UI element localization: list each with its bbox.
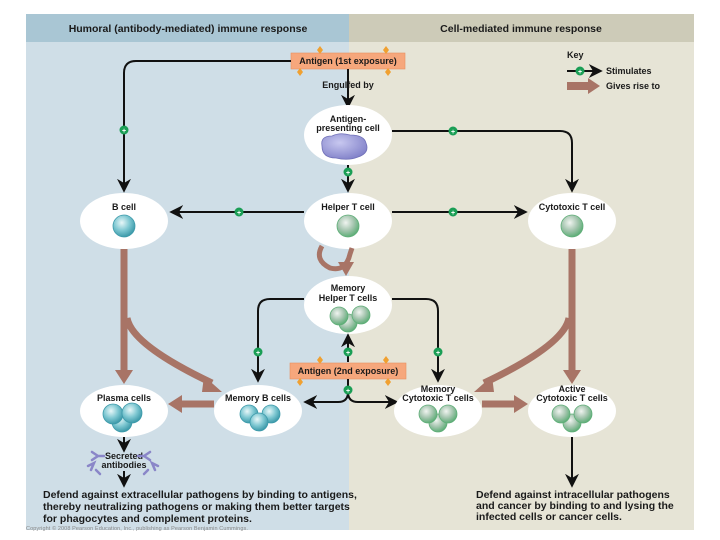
apc-label-1: Antigen- (330, 114, 367, 124)
plasma-cells-label: Plasma cells (97, 393, 151, 403)
plus-icon: + (448, 207, 458, 217)
memory-helper-label-2: Helper T cells (319, 293, 378, 303)
memory-cytotoxic-cells-icon (418, 404, 458, 433)
plus-icon: + (343, 167, 353, 177)
bcell-to-memory-b-arrow (123, 317, 214, 387)
svg-text:+: + (256, 350, 260, 357)
svg-text:+: + (237, 210, 241, 217)
secreted-antibodies-label-1: Secreted (105, 451, 143, 461)
memory-cytotoxic-node (394, 385, 482, 437)
helper-t-icon (336, 214, 360, 238)
memory-helper-to-memory-b-line (251, 298, 304, 383)
humoral-header-bar (26, 14, 349, 42)
svg-text:+: + (122, 128, 126, 135)
plus-icon: + (343, 385, 353, 395)
active-cytotoxic-label-1: Active (558, 384, 585, 394)
plus-icon: + (234, 207, 244, 217)
active-cytotoxic-label-2: Cytotoxic T cells (536, 393, 608, 403)
secreted-antibodies-label-2: antibodies (101, 460, 146, 470)
cytotoxic-to-memory-arrow (482, 317, 573, 387)
key-title: Key (567, 50, 584, 60)
memory-b-to-plasma-arrowhead (168, 395, 182, 413)
antigen-1st-label: Antigen (1st exposure) (299, 56, 397, 66)
humoral-outcome-line-1: Defend against extracellular pathogens b… (43, 489, 357, 501)
svg-text:+: + (346, 350, 350, 357)
memory-helper-cells-icon (329, 305, 371, 333)
memory-b-node (214, 385, 302, 437)
key-stimulates-label: Stimulates (606, 66, 652, 76)
memory-cytotoxic-label-2: Cytotoxic T cells (402, 393, 474, 403)
plasma-cells-icon (102, 402, 143, 433)
active-cytotoxic-cells-icon (551, 404, 593, 433)
cytotoxic-to-memory-arrowhead (474, 376, 494, 392)
helper-to-memory-arrowhead (338, 262, 354, 276)
antigen-2nd-particles-icon (297, 356, 391, 386)
memory-cytotoxic-label-1: Memory (421, 384, 456, 394)
memory-helper-to-memory-cytotoxic-line (392, 298, 445, 383)
plus-icon: + (119, 125, 129, 135)
memory-helper-label-1: Memory (331, 283, 366, 293)
humoral-outcome-line-3: for phagocytes and complement proteins. (43, 513, 252, 525)
bcell-to-memory-b-arrowhead (202, 376, 222, 392)
key-plus-glyph: + (578, 69, 582, 76)
cell-mediated-header-bar (349, 14, 694, 42)
apc-label-2: presenting cell (316, 123, 380, 133)
cytotoxic-to-active-arrowhead (563, 370, 581, 384)
active-cytotoxic-node (528, 385, 616, 437)
key-gives-rise-arrow (567, 78, 600, 94)
humoral-header: Humoral (antibody-mediated) immune respo… (69, 23, 308, 35)
memory-b-label: Memory B cells (225, 393, 291, 403)
apc-to-cytotoxic-line (392, 130, 579, 193)
b-cell-label: B cell (112, 202, 136, 212)
key-plus-icon (575, 66, 585, 76)
cell-mediated-header: Cell-mediated immune response (440, 23, 602, 35)
svg-text:+: + (436, 350, 440, 357)
key-gives-rise-label: Gives rise to (606, 81, 661, 91)
cytotoxic-t-icon (560, 214, 584, 238)
memory-cytotoxic-to-active-arrowhead (514, 395, 528, 413)
antibodies-icon (86, 450, 160, 476)
copyright-notice: Copyright © 2008 Pearson Education, Inc.… (26, 526, 248, 532)
apc-cell-icon (321, 133, 368, 160)
bcell-to-plasma-arrowhead (115, 370, 133, 384)
b-cell-icon (112, 214, 136, 238)
cell-outcome-line-2: and cancer by binding to and lysing the (476, 500, 674, 512)
svg-text:+: + (346, 388, 350, 395)
cell-outcome-line-3: infected cells or cancer cells. (476, 511, 622, 523)
svg-text:+: + (451, 210, 455, 217)
plus-icon: + (448, 126, 458, 136)
svg-text:+: + (451, 129, 455, 136)
plus-icon: + (433, 347, 443, 357)
humoral-outcome-line-2: thereby neutralizing pathogens or making… (43, 501, 350, 513)
memory-helper-node (304, 276, 392, 334)
humoral-panel (26, 14, 349, 530)
stimulate-plus-icons: + + + + + + + + + (119, 125, 458, 395)
plus-icon: + (253, 347, 263, 357)
antigen-particles-icon (297, 46, 391, 76)
svg-text:+: + (346, 170, 350, 177)
helper-to-memory-arrow (316, 244, 355, 272)
helper-t-label: Helper T cell (321, 202, 375, 212)
cytotoxic-t-label: Cytotoxic T cell (539, 202, 606, 212)
memory-b-cells-icon (239, 404, 281, 432)
cell-outcome-line-1: Defend against intracellular pathogens (476, 489, 670, 501)
plus-icon: + (343, 347, 353, 357)
engulfed-by-label: Engulfed by (322, 80, 374, 90)
antigen-to-bcell-line (117, 60, 291, 193)
antigen-2nd-label: Antigen (2nd exposure) (298, 366, 399, 376)
cell-mediated-panel (349, 14, 694, 530)
